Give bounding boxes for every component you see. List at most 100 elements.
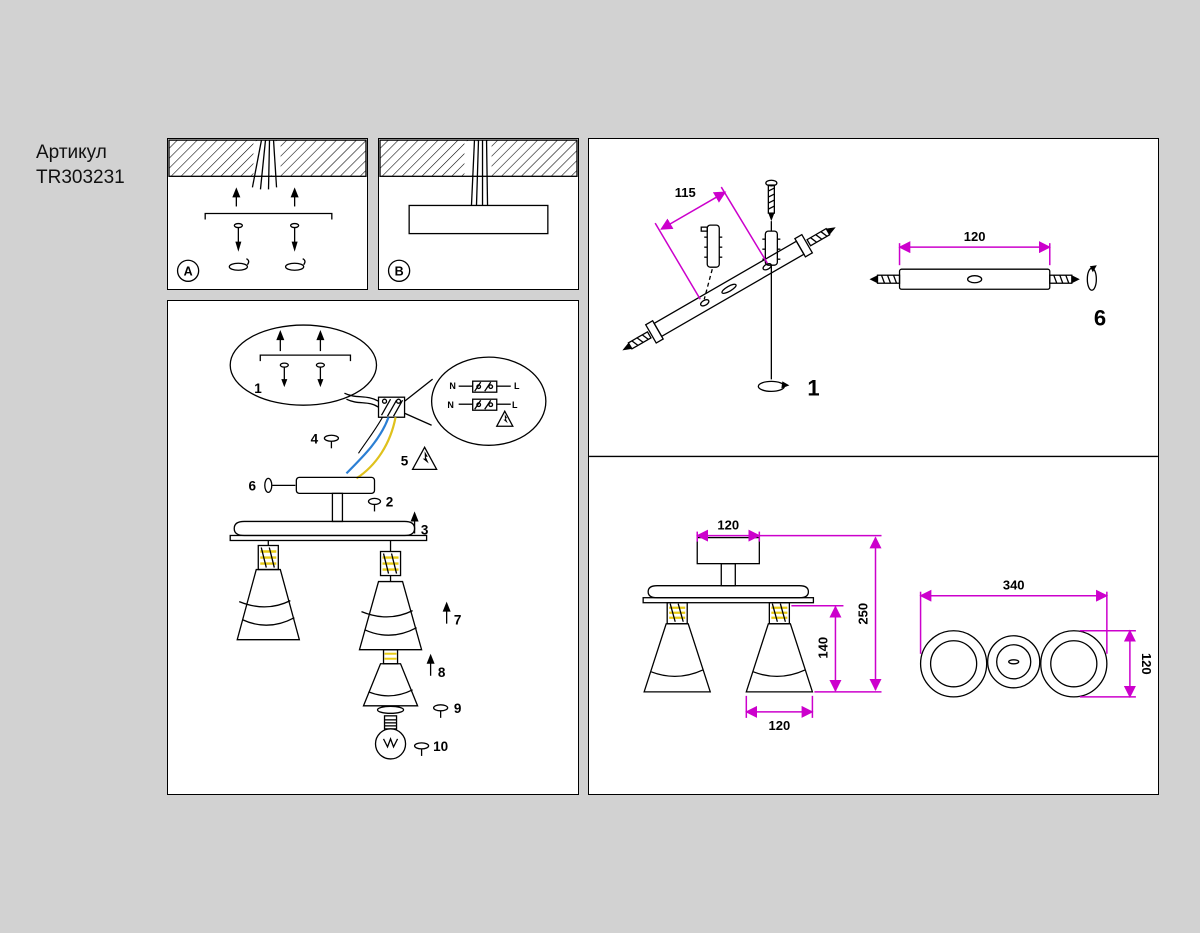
fv-socket-right [768, 602, 791, 625]
assembly-drawing: 1 [229, 324, 547, 760]
cap-nut-icon-9 [432, 704, 449, 718]
warning-triangle-icon [495, 409, 514, 427]
article-number: TR303231 [36, 167, 125, 188]
tv-shade-left-inner [929, 640, 978, 688]
lamp-socket-right [379, 550, 402, 577]
wire-yellow [355, 417, 397, 480]
warning-triangle-icon-5 [411, 445, 438, 470]
dim-340: 340 [919, 578, 1109, 654]
rotate-icon-6 [1086, 265, 1097, 291]
tv-shade-right-inner [1050, 640, 1098, 688]
step-7-label: 7 [454, 613, 462, 628]
dim-canopy-120: 120 [696, 518, 882, 542]
screw-turn-icons [228, 258, 306, 271]
step-10-label: 10 [433, 739, 448, 754]
dim-depth-120-label: 120 [1139, 653, 1154, 675]
step-6-label: 6 [248, 478, 256, 493]
screws [233, 222, 300, 252]
front-view: 120 250 140 120 [642, 518, 882, 733]
dim-shade-w-120-label: 120 [769, 718, 791, 733]
dim-shade-w-120: 120 [745, 695, 814, 733]
shade-right-outer [358, 580, 423, 651]
wire-black [358, 416, 383, 454]
light-bulb [374, 715, 407, 760]
step-1-label: 1 [254, 381, 262, 396]
fv-plate [642, 597, 815, 604]
ceiling-wires [251, 140, 278, 190]
dim-height-250-label: 250 [855, 603, 870, 625]
fv-canopy [696, 536, 760, 565]
article-label: Артикул [36, 142, 107, 163]
end-screw-right [806, 227, 836, 247]
ceiling-mount-overview [229, 324, 378, 406]
article-block: Артикул TR303231 [36, 140, 125, 190]
step-3-label: 3 [421, 522, 429, 537]
pin-arrow-icon-8 [426, 653, 435, 676]
panel-a-mount-screws: A [167, 138, 368, 290]
wiring-detail-bubble: N L N L [404, 356, 547, 446]
panel-a-drawing: A [168, 139, 367, 282]
mounting-bar [204, 212, 333, 220]
dim-shade-h-140-label: 140 [815, 637, 830, 659]
panel-dimensions: 1 115 [588, 138, 1159, 795]
end-screw-left [622, 330, 652, 351]
dim-340-label: 340 [1003, 578, 1025, 593]
step-9-label: 9 [454, 701, 462, 716]
rotate-icon-1 [757, 380, 790, 393]
panel-b-drawing: B [379, 139, 578, 282]
fv-shade-left [643, 623, 712, 693]
dim-120-side-label: 120 [964, 229, 986, 244]
terminal-l2: L [512, 400, 518, 410]
socket-lower [382, 649, 399, 665]
variant-b-label: B [395, 264, 404, 278]
mounting-plate [408, 204, 549, 235]
tv-canopy-outer [987, 635, 1041, 689]
wall-anchor-icon [700, 224, 723, 268]
fv-shade-right [745, 623, 814, 693]
side-screw-icon-6 [264, 477, 296, 494]
wire-blue [345, 416, 390, 475]
panel-assembly-steps: 1 [167, 300, 579, 795]
dim-height-250: 250 [814, 536, 882, 693]
ceiling-hatch [168, 139, 367, 177]
arm-plate [229, 534, 428, 542]
variant-a-badge [176, 259, 200, 282]
ceiling-wires [470, 140, 489, 206]
supply-wires [344, 392, 379, 408]
pin-arrow-icon-7 [442, 601, 451, 624]
push-up-arrows [232, 187, 299, 207]
dim-115: 115 [654, 185, 768, 300]
terminal-l1: L [514, 381, 520, 391]
side-screw-right [1049, 274, 1080, 284]
step-5-label: 5 [401, 453, 409, 468]
anchor-leader [703, 269, 713, 300]
side-screw-left [869, 274, 901, 284]
stem [331, 492, 344, 523]
variant-a-label: A [184, 264, 193, 278]
fixture-arm [233, 520, 416, 537]
shade-left [236, 568, 301, 641]
dim-120-side: 120 [898, 229, 1051, 266]
fv-arm [647, 585, 810, 599]
shade-right-inner [362, 663, 419, 707]
step-4-label: 4 [311, 431, 319, 446]
terminal-block [377, 396, 406, 418]
cap-nut-icon-10 [413, 742, 430, 756]
screw-icon-2 [367, 497, 382, 512]
bracket-step-1: 1 [807, 375, 819, 400]
dim-canopy-120-label: 120 [717, 518, 739, 533]
retainer-ring [376, 705, 405, 714]
tv-canopy-inner [996, 644, 1032, 680]
dim-115-label: 115 [675, 185, 696, 200]
bracket-side-view: 120 6 [869, 229, 1106, 330]
step-8-label: 8 [438, 665, 446, 680]
dim-depth-120: 120 [1079, 629, 1154, 699]
dimensions-drawing: 1 115 [589, 179, 1158, 733]
fv-socket-left [666, 602, 688, 625]
tv-canopy-slot [1008, 659, 1020, 665]
variant-b-badge [387, 259, 411, 282]
terminal-n1: N [449, 381, 456, 391]
dim-shade-h-140: 140 [791, 604, 844, 693]
step-2-label: 2 [386, 494, 394, 509]
